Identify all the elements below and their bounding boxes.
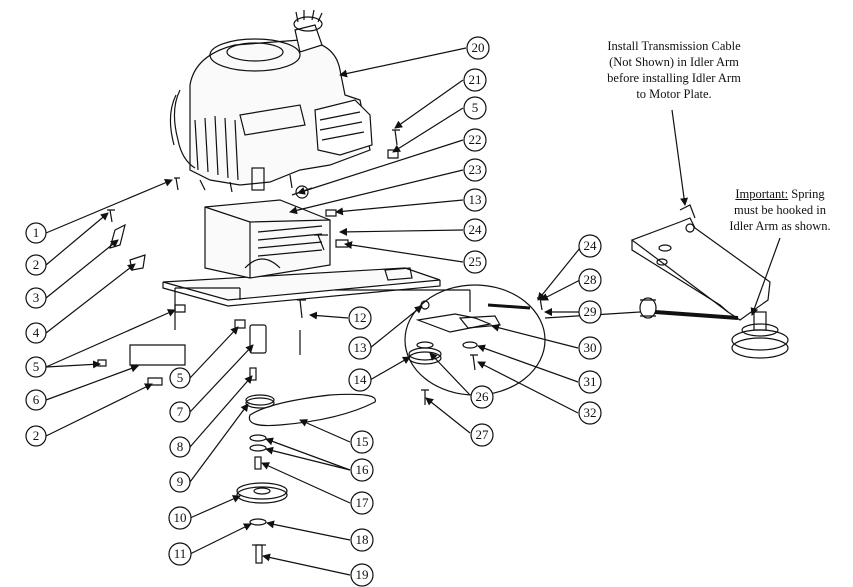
svg-text:20: 20 bbox=[472, 40, 485, 55]
callout-2b: 2 bbox=[25, 425, 47, 447]
idler-assembly bbox=[404, 284, 546, 405]
svg-text:18: 18 bbox=[356, 532, 369, 547]
callout-29: 29 bbox=[578, 300, 602, 324]
svg-text:16: 16 bbox=[356, 462, 370, 477]
svg-text:29: 29 bbox=[584, 304, 597, 319]
svg-text:28: 28 bbox=[584, 272, 597, 287]
svg-text:4: 4 bbox=[33, 325, 40, 340]
svg-text:5: 5 bbox=[472, 100, 479, 115]
callout-30: 30 bbox=[578, 336, 602, 360]
callout-24b: 24 bbox=[578, 234, 602, 258]
svg-text:13: 13 bbox=[469, 192, 482, 207]
svg-text:6: 6 bbox=[33, 392, 40, 407]
callout-18: 18 bbox=[350, 528, 374, 552]
callout-8: 8 bbox=[169, 436, 191, 458]
svg-text:9: 9 bbox=[177, 474, 184, 489]
callout-5b: 5 bbox=[25, 356, 47, 378]
callout-12: 12 bbox=[348, 306, 372, 330]
svg-text:26: 26 bbox=[476, 389, 490, 404]
svg-text:31: 31 bbox=[584, 374, 597, 389]
callout-25: 25 bbox=[463, 250, 487, 274]
leader-lines bbox=[45, 47, 781, 576]
callout-19: 19 bbox=[350, 563, 374, 587]
svg-text:13: 13 bbox=[354, 340, 367, 355]
callout-24a: 24 bbox=[463, 218, 487, 242]
svg-text:17: 17 bbox=[356, 495, 370, 510]
callout-23: 23 bbox=[463, 158, 487, 182]
callout-3: 3 bbox=[25, 287, 47, 309]
svg-text:23: 23 bbox=[469, 162, 482, 177]
important-note-line-1: Spring bbox=[788, 187, 825, 201]
svg-text:22: 22 bbox=[469, 132, 482, 147]
svg-text:25: 25 bbox=[469, 254, 482, 269]
spring-important-note: Important: Spring must be hooked in Idle… bbox=[712, 186, 848, 234]
svg-text:24: 24 bbox=[469, 222, 483, 237]
callout-4: 4 bbox=[25, 322, 47, 344]
callout-14: 14 bbox=[348, 368, 372, 392]
callout-17: 17 bbox=[350, 491, 374, 515]
callout-7: 7 bbox=[169, 401, 191, 423]
svg-text:21: 21 bbox=[469, 72, 482, 87]
callout-21: 21 bbox=[463, 68, 487, 92]
callout-16: 16 bbox=[350, 458, 374, 482]
callout-28: 28 bbox=[578, 268, 602, 292]
callout-5a: 5 bbox=[463, 96, 487, 120]
callout-11: 11 bbox=[168, 542, 192, 566]
motor-plate-drawing bbox=[162, 185, 471, 355]
svg-text:24: 24 bbox=[584, 238, 598, 253]
install-note-line-3: before installing Idler Arm bbox=[607, 71, 741, 85]
svg-text:8: 8 bbox=[177, 439, 184, 454]
svg-text:27: 27 bbox=[476, 427, 490, 442]
callout-1: 1 bbox=[25, 222, 47, 244]
svg-text:7: 7 bbox=[177, 404, 184, 419]
callout-6: 6 bbox=[25, 389, 47, 411]
engine-drawing bbox=[169, 9, 373, 193]
important-note-line-2: must be hooked in bbox=[733, 203, 826, 217]
callout-15: 15 bbox=[350, 430, 374, 454]
svg-text:2: 2 bbox=[33, 257, 40, 272]
svg-text:15: 15 bbox=[356, 434, 369, 449]
callout-20: 20 bbox=[466, 36, 490, 60]
callout-2a: 2 bbox=[25, 254, 47, 276]
svg-text:11: 11 bbox=[174, 546, 187, 561]
svg-text:32: 32 bbox=[584, 405, 597, 420]
svg-text:5: 5 bbox=[177, 370, 184, 385]
install-note-line-2: (Not Shown) in Idler Arm bbox=[609, 55, 739, 69]
svg-text:12: 12 bbox=[354, 310, 367, 325]
callout-13a: 13 bbox=[463, 188, 487, 212]
callout-10: 10 bbox=[168, 506, 192, 530]
svg-text:5: 5 bbox=[33, 359, 40, 374]
callouts: 20 21 5 22 23 13 24 25 1 2 3 4 5 6 2 5 7… bbox=[25, 36, 602, 587]
svg-text:3: 3 bbox=[33, 290, 40, 305]
svg-text:2: 2 bbox=[33, 428, 40, 443]
callout-22: 22 bbox=[463, 128, 487, 152]
svg-text:14: 14 bbox=[354, 372, 368, 387]
install-note-line-4: to Motor Plate. bbox=[636, 87, 712, 101]
idler-arm-detail bbox=[630, 204, 789, 359]
svg-text:19: 19 bbox=[356, 567, 369, 582]
svg-text:10: 10 bbox=[174, 510, 187, 525]
pulley-and-belt bbox=[236, 393, 376, 564]
callout-32: 32 bbox=[578, 401, 602, 425]
callout-27: 27 bbox=[470, 423, 494, 447]
install-note-line-1: Install Transmission Cable bbox=[607, 39, 741, 53]
callout-9: 9 bbox=[169, 471, 191, 493]
callout-5c: 5 bbox=[169, 367, 191, 389]
callout-26: 26 bbox=[470, 385, 494, 409]
important-label: Important: bbox=[735, 187, 789, 201]
important-note-line-3: Idler Arm as shown. bbox=[729, 219, 831, 233]
callout-31: 31 bbox=[578, 370, 602, 394]
svg-text:1: 1 bbox=[33, 225, 40, 240]
svg-text:30: 30 bbox=[584, 340, 597, 355]
install-transmission-cable-note: Install Transmission Cable (Not Shown) i… bbox=[586, 38, 762, 102]
callout-13b: 13 bbox=[348, 336, 372, 360]
